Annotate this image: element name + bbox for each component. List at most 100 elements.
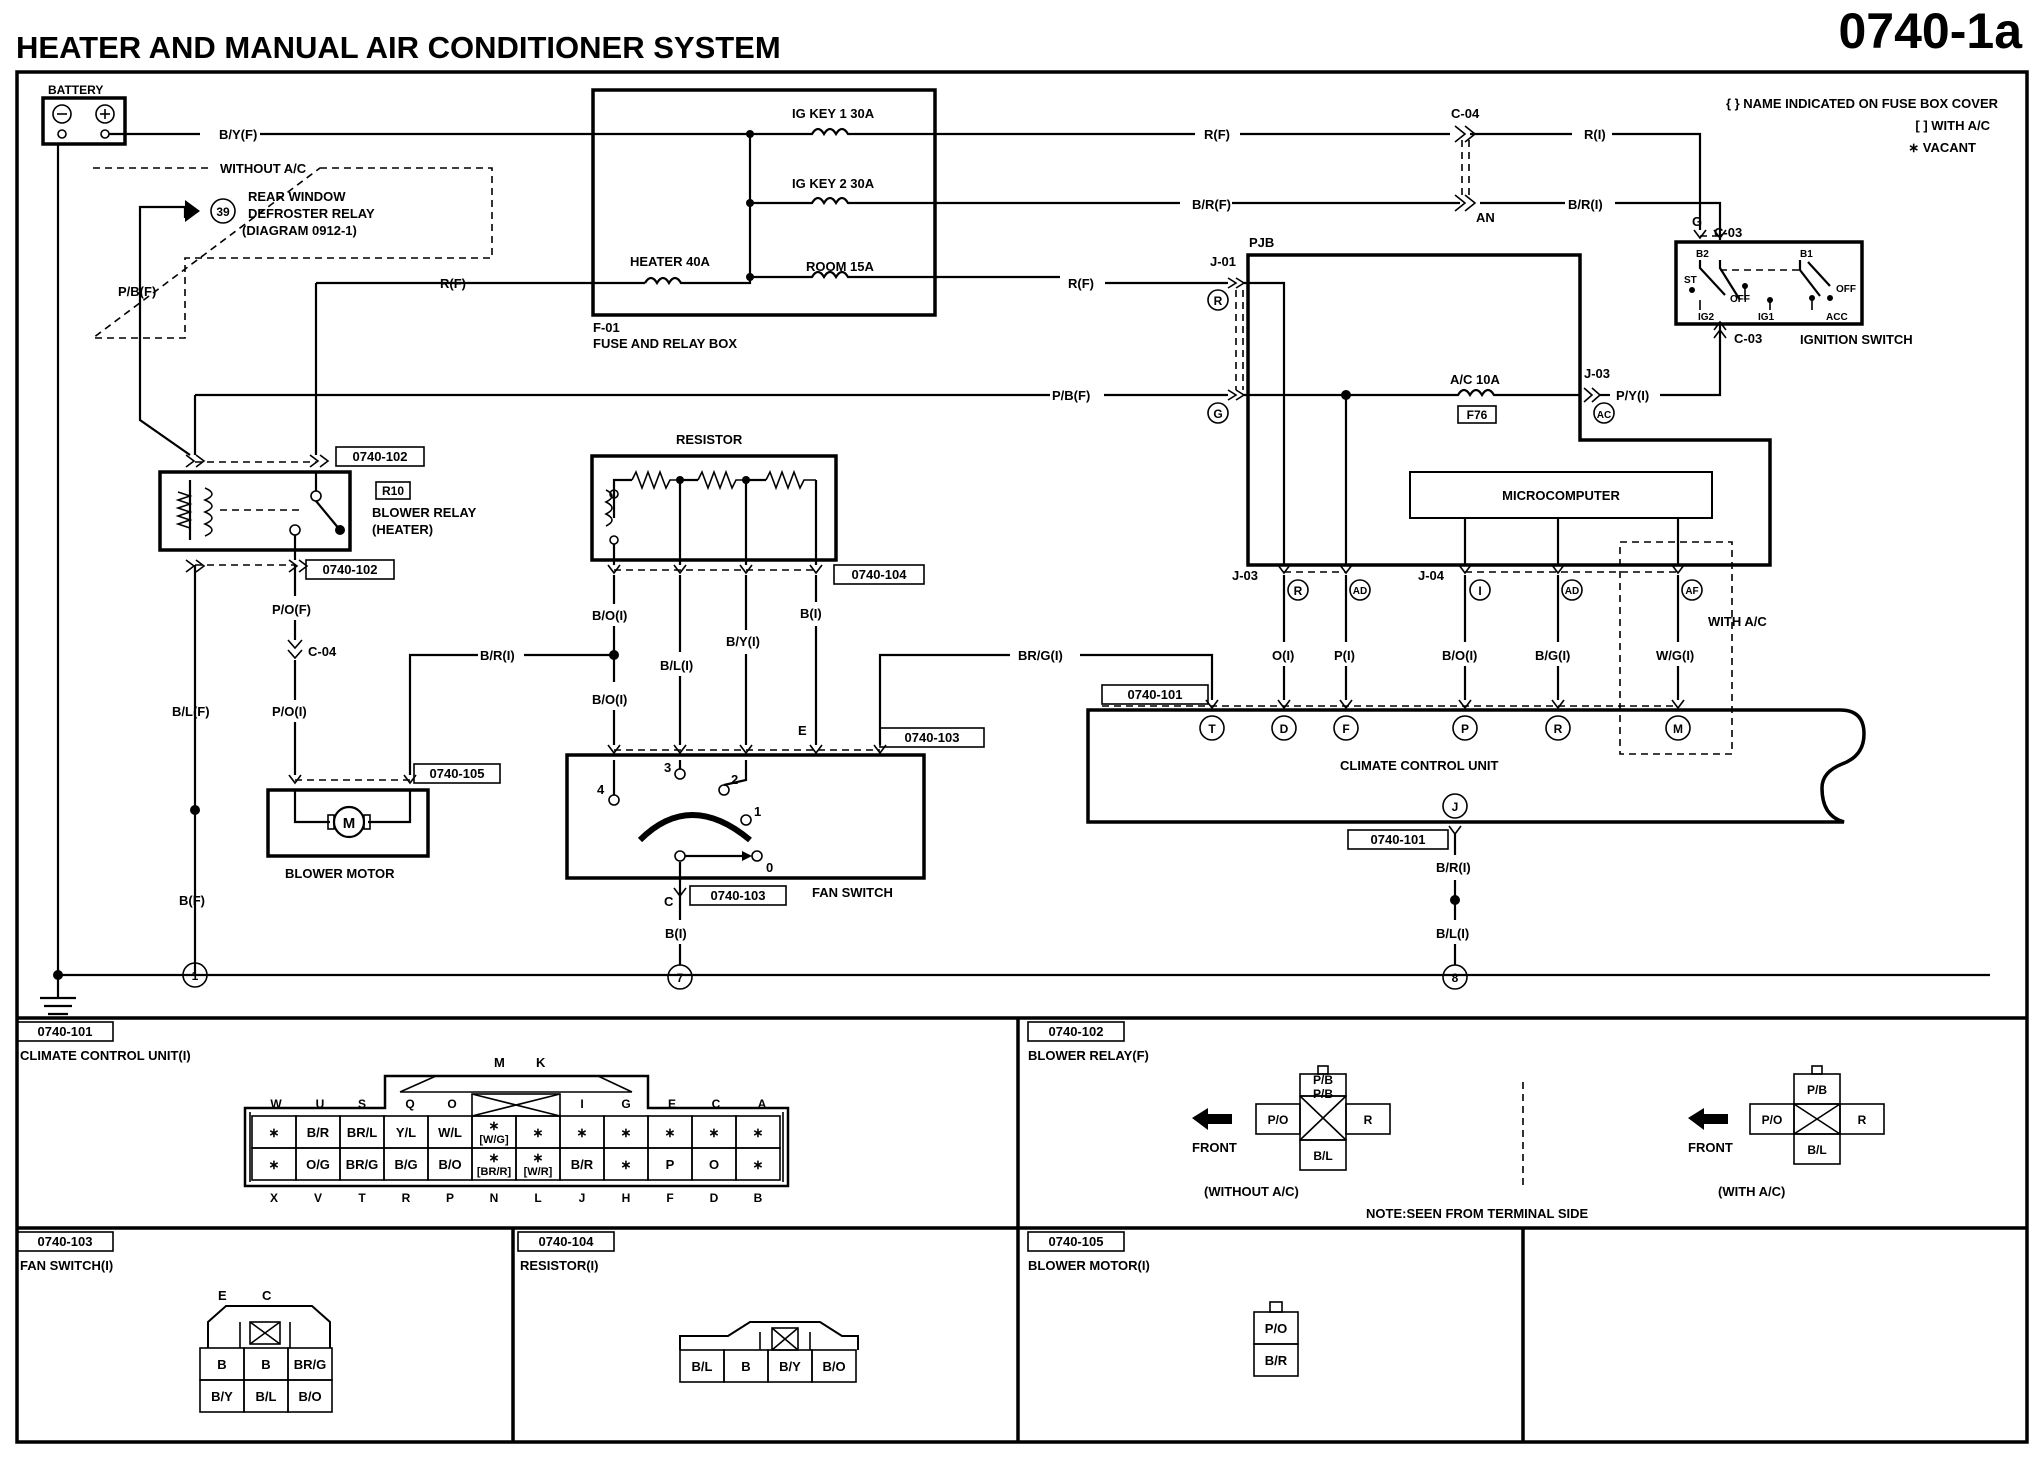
panel-title: BLOWER MOTOR(I) (1028, 1258, 1150, 1273)
wire-label: B/O(I) (1442, 648, 1477, 663)
wire-label: R(I) (1584, 127, 1606, 142)
with-ac-label: WITH A/C (1708, 614, 1767, 629)
terminal: B/Y (779, 1359, 801, 1374)
panel-title: CLIMATE CONTROL UNIT(I) (20, 1048, 191, 1063)
blower-relay: R10 BLOWER RELAY (HEATER) (158, 454, 477, 573)
terminal: ∗ (709, 1125, 720, 1140)
svg-text:R: R (1858, 1113, 1867, 1127)
svg-text:DEFROSTER RELAY: DEFROSTER RELAY (248, 206, 375, 221)
terminal: ∗ (621, 1157, 632, 1172)
terminal-cell (811, 1349, 857, 1383)
pin-label: W (270, 1097, 282, 1111)
svg-text:P/O: P/O (1268, 1113, 1289, 1127)
rear-defroster-ref: 39 REAR WINDOW DEFROSTER RELAY (DIAGRAM … (138, 189, 375, 238)
svg-text:ACC: ACC (1826, 312, 1848, 323)
terminal-cell (1253, 1343, 1299, 1377)
svg-text:T: T (1208, 722, 1216, 736)
wire-label: B/R(I) (1436, 860, 1471, 875)
svg-text:FRONT: FRONT (1192, 1140, 1237, 1155)
diagram-frame (15, 70, 2029, 1444)
legend-braces: { } NAME INDICATED ON FUSE BOX COVER (1726, 96, 1999, 111)
svg-text:MICROCOMPUTER: MICROCOMPUTER (1502, 488, 1620, 503)
ref-box: 0740-103 (905, 730, 960, 745)
pin: AF (1685, 586, 1698, 597)
svg-text:1: 1 (192, 969, 199, 983)
wire-label: B/R(I) (1568, 197, 1603, 212)
pin-label: E (668, 1097, 676, 1111)
connector-label: C (664, 894, 674, 909)
svg-text:R10: R10 (382, 484, 404, 498)
svg-text:ST: ST (1684, 275, 1697, 286)
terminal: W/L (438, 1125, 462, 1140)
wire-label: B/Y(F) (219, 127, 257, 142)
pin-label: L (534, 1191, 541, 1205)
resistor: RESISTOR (590, 432, 838, 575)
svg-text:AC: AC (1597, 410, 1611, 421)
connector-101 (243, 1074, 790, 1188)
connector-label: J-03 (1232, 568, 1258, 583)
svg-text:3: 3 (664, 760, 671, 775)
wire-label: O(I) (1272, 648, 1294, 663)
diagram-id: 0740-1a (1839, 3, 2024, 59)
svg-text:J: J (1452, 800, 1459, 814)
terminal: B/L (256, 1389, 277, 1404)
ignition-switch: G C-03 B2 B1 ST OFF OFF IG2 IG1 ACC IGNI… (1674, 214, 1913, 347)
without-ac-label: WITHOUT A/C (220, 161, 307, 176)
panel-ref: 0740-102 (1049, 1024, 1104, 1039)
connector-label: AN (1476, 210, 1495, 225)
terminal: Y/L (396, 1125, 416, 1140)
pin-label: Q (405, 1097, 414, 1111)
wire-label: B(F) (179, 893, 205, 908)
terminal: ∗ (577, 1125, 588, 1140)
svg-text:FRONT: FRONT (1688, 1140, 1733, 1155)
svg-text:C-03: C-03 (1714, 225, 1742, 240)
terminal: O/G (306, 1157, 330, 1172)
terminal: ∗ (489, 1150, 500, 1165)
svg-text:BLOWER RELAY: BLOWER RELAY (372, 505, 477, 520)
terminal: ∗ (269, 1157, 280, 1172)
pin-label: G (621, 1097, 630, 1111)
legend-vacant: ∗ VACANT (1908, 140, 1976, 155)
pin-label: H (622, 1191, 631, 1205)
svg-text:M: M (343, 815, 356, 832)
legend-brackets: [ ] WITH A/C (1915, 118, 1990, 133)
svg-text:BATTERY: BATTERY (48, 83, 103, 97)
svg-text:F-01: F-01 (593, 320, 620, 335)
svg-text:ROOM 15A: ROOM 15A (806, 259, 875, 274)
terminal: BR/G (346, 1157, 379, 1172)
svg-text:IGNITION SWITCH: IGNITION SWITCH (1800, 332, 1913, 347)
pin-mk: M (494, 1055, 505, 1070)
ground-1: 1 (182, 962, 208, 988)
wire-label: B/O(I) (592, 608, 627, 623)
pin-label: B (754, 1191, 763, 1205)
svg-text:R: R (1214, 294, 1223, 308)
terminal-note: NOTE:SEEN FROM TERMINAL SIDE (1366, 1206, 1589, 1221)
terminal: B/R (1265, 1353, 1288, 1368)
svg-text:G: G (1692, 214, 1702, 229)
svg-text:OFF: OFF (1836, 284, 1856, 295)
svg-text:IG2: IG2 (1698, 312, 1715, 323)
svg-text:FUSE AND RELAY BOX: FUSE AND RELAY BOX (593, 336, 737, 351)
wire-label: B/Y(I) (726, 634, 760, 649)
terminal: BR/G (294, 1357, 327, 1372)
svg-text:A/C 10A: A/C 10A (1450, 372, 1500, 387)
pin-e: E (218, 1288, 227, 1303)
pjb: PJB J-01 R G A/C 10A F76 J-03 AC MICROCO… (1207, 235, 1772, 567)
svg-text:G: G (1213, 407, 1222, 421)
page-title: HEATER AND MANUAL AIR CONDITIONER SYSTEM (16, 30, 781, 65)
pin-label: C (712, 1097, 721, 1111)
svg-text:IG1: IG1 (1758, 312, 1775, 323)
pin-label: S (358, 1097, 366, 1111)
svg-text:B2: B2 (1696, 249, 1709, 260)
svg-text:PJB: PJB (1249, 235, 1274, 250)
ref-box: 0740-102 (353, 449, 408, 464)
terminal: ∗ (533, 1125, 544, 1140)
connector-label: J-04 (1418, 568, 1445, 583)
terminal: ∗ (753, 1157, 764, 1172)
svg-text:0: 0 (766, 860, 773, 875)
terminal: P (666, 1157, 675, 1172)
svg-text:FAN SWITCH: FAN SWITCH (812, 885, 893, 900)
svg-text:P/O: P/O (1762, 1113, 1783, 1127)
